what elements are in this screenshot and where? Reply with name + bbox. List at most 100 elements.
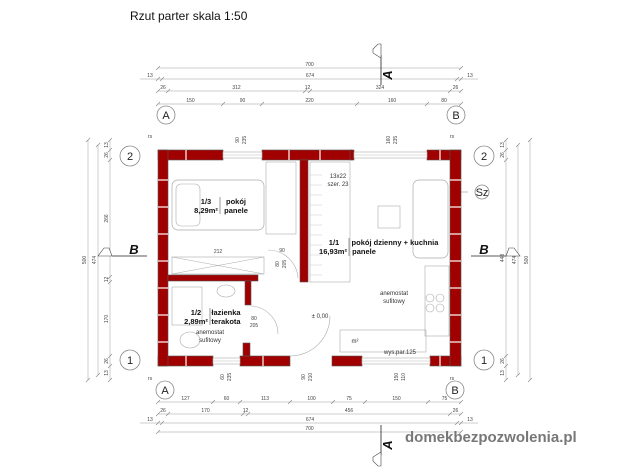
dimension-tick: [503, 353, 509, 359]
rs-label: rs: [450, 376, 455, 382]
entrance-door-width: 90: [301, 374, 307, 380]
dimension-label: 13: [104, 142, 110, 148]
dimension-label: 12: [305, 85, 311, 91]
kitchen-base: [339, 329, 427, 353]
dimension-tick: [503, 377, 509, 383]
dimension-label: 674: [306, 73, 315, 79]
dimension-label: 26: [453, 408, 459, 414]
wardrobe-cross: [171, 256, 265, 275]
dimension-tick: [503, 363, 509, 369]
dimension-label: 500: [82, 256, 88, 265]
dimension-label: 26: [500, 358, 506, 364]
dimension-tick: [155, 65, 161, 71]
bed: [171, 179, 265, 231]
walls: [157, 149, 462, 367]
axis-a-bottom-circle: [155, 380, 175, 400]
dimension-tick: [503, 157, 509, 163]
dimension-tick: [165, 88, 171, 94]
section-a-bottom-arrow-icon: [372, 451, 382, 467]
dimension-label: 127: [181, 396, 190, 402]
kitchen-counter: [424, 265, 450, 337]
dimension-tick: [503, 147, 509, 153]
window-sill-height: wys.par.125: [383, 350, 417, 356]
dimension-label: 13: [147, 73, 153, 79]
dimension-label: 26: [500, 152, 506, 158]
room-door-swing: [267, 249, 299, 279]
dimension-tick: [259, 101, 265, 107]
dimension-label: 60: [224, 396, 230, 402]
dimension-tick: [515, 142, 521, 148]
dimension-label: 160: [388, 98, 397, 104]
room-bathroom-area: 2,89m²: [184, 317, 208, 326]
axis-a-top-circle: [156, 105, 176, 125]
dimension-label: 12: [243, 408, 249, 414]
bottom-window-1-width: 60: [220, 374, 226, 380]
dimension-tick: [245, 411, 251, 417]
dimension-tick: [447, 88, 453, 94]
door-width: 90: [279, 248, 285, 254]
pillow: [175, 183, 201, 227]
wall-segment: [299, 159, 309, 283]
stove-burner: [435, 293, 445, 303]
dimension-tick: [95, 372, 101, 378]
dimension-tick: [155, 101, 161, 107]
rs-label: rs: [148, 376, 153, 382]
dimension-label: 150: [392, 396, 401, 402]
axis-1-right-circle: [473, 349, 495, 371]
dimension-tick: [425, 399, 431, 405]
entrance-door-swing: [289, 315, 331, 357]
dimension-tick: [330, 399, 336, 405]
dimension-tick: [458, 65, 464, 71]
section-b-right-label: B: [479, 242, 488, 257]
dimension-label: 26: [453, 85, 459, 91]
dimension-label: 456: [345, 408, 354, 414]
dimension-tick: [107, 353, 113, 359]
dimension-label: 500: [524, 256, 530, 265]
sofa: [412, 179, 449, 259]
furniture: [171, 161, 450, 357]
bottom-window-2-height: 110: [401, 373, 407, 381]
section-a-top-arrow-icon: [372, 43, 382, 59]
stairs: [309, 161, 351, 283]
chimney-marker-circle: [474, 184, 490, 200]
wall-segment: [157, 149, 169, 367]
wall-segment: [242, 342, 251, 357]
room-door-height: 205: [282, 260, 288, 269]
dimension-label: 674: [306, 417, 315, 423]
axis-1-right: 1: [481, 355, 487, 367]
axis-2-left-circle: [119, 145, 141, 167]
axis-b-bottom: B: [451, 385, 458, 397]
dimension-tick: [165, 411, 171, 417]
dimension-label: 26: [104, 358, 110, 364]
dimension-label: 170: [104, 315, 110, 324]
top-window-2-width: 160: [386, 136, 392, 145]
dimension-tick: [107, 137, 113, 143]
dimension-tick: [85, 377, 91, 383]
axis-b-top: B: [452, 110, 459, 122]
dimension-tick: [107, 274, 113, 280]
dimension-tick: [424, 101, 430, 107]
section-a-top-label: A: [380, 70, 395, 80]
dimension-label: 12: [104, 277, 110, 283]
dimension-label: 324: [376, 85, 385, 91]
stove-burner: [435, 303, 445, 313]
dimension-label: 113: [261, 396, 269, 402]
section-b-right-arrow-icon: [505, 247, 521, 257]
dimension-tick: [458, 88, 464, 94]
dimension-tick: [155, 88, 161, 94]
rs-label: rs: [450, 134, 455, 140]
section-b-left-arrow-icon: [97, 247, 113, 257]
anemostat-kitchen-sub: sufitowy: [383, 299, 405, 305]
anemostat-bath-sub: sufitowy: [199, 338, 221, 344]
dimension-tick: [240, 411, 246, 417]
dimension-label: 448: [500, 254, 506, 263]
wall-segment: [449, 149, 462, 367]
dimension-tick: [515, 372, 521, 378]
dimension-label: 220: [305, 98, 314, 104]
axis-b-top-circle: [446, 105, 466, 125]
dimension-tick: [458, 420, 464, 426]
dimension-tick: [107, 377, 113, 383]
dimension-tick: [155, 411, 161, 417]
dimension-tick: [354, 101, 360, 107]
